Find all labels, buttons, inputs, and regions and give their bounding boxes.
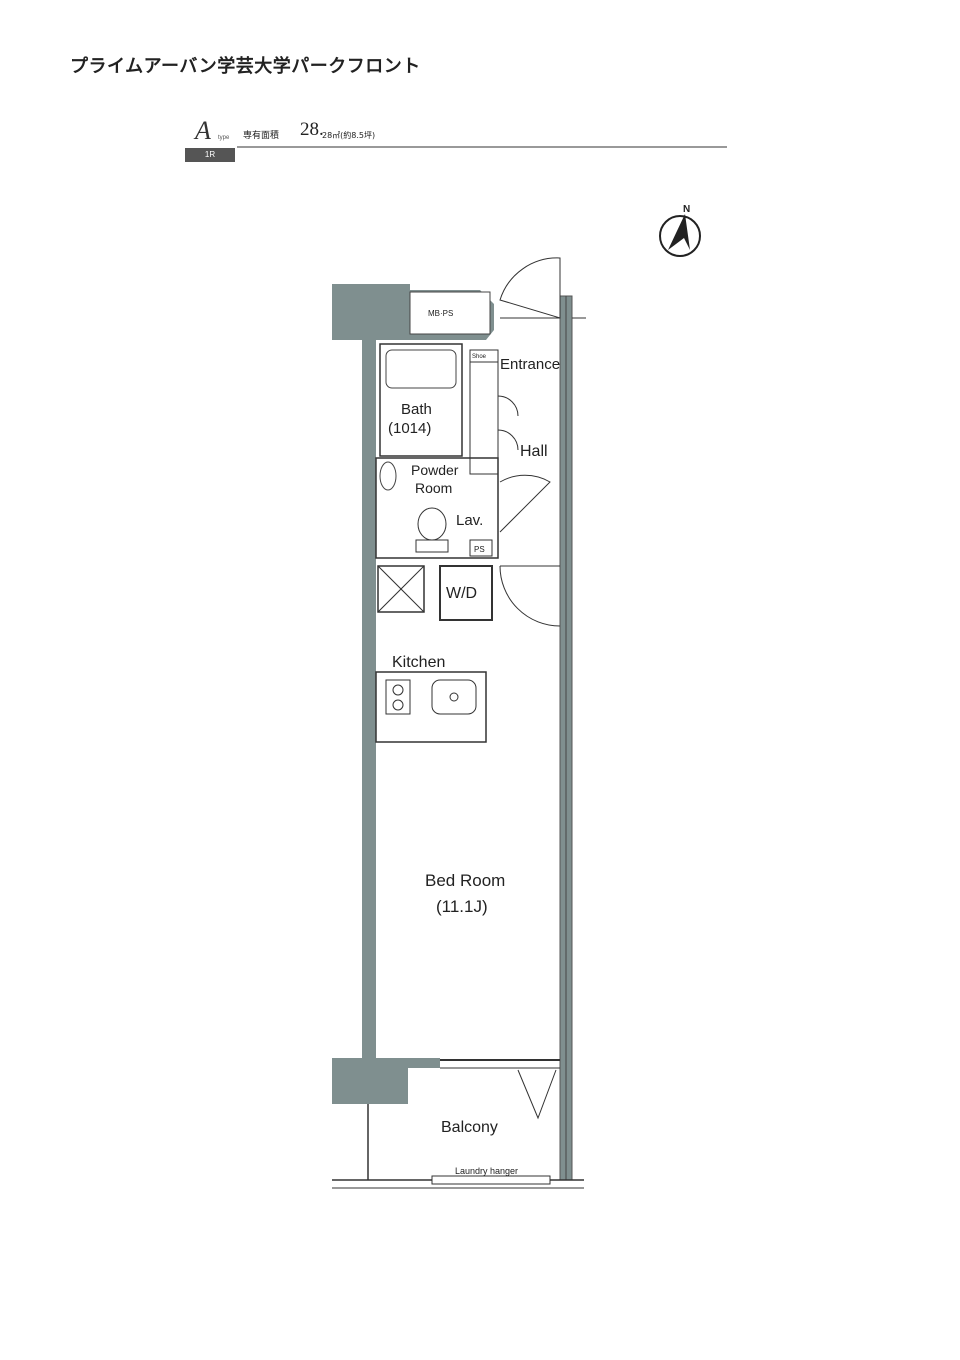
powder-room-label-2: Room xyxy=(415,480,452,496)
shoe-label: Shoe xyxy=(472,354,487,360)
bath-label: Bath xyxy=(401,401,432,418)
bath-size-label: (1014) xyxy=(388,420,431,437)
bathtub xyxy=(385,349,457,389)
hall-label: Hall xyxy=(520,443,548,460)
area-value: 28. xyxy=(300,119,324,140)
refrigerator-space xyxy=(377,565,425,613)
powder-room-label-1: Powder xyxy=(411,462,459,478)
storage-column xyxy=(469,349,499,475)
north-compass-icon: N xyxy=(659,204,701,257)
stove-icon xyxy=(385,679,411,715)
bottom-left-wall-block xyxy=(332,1058,440,1104)
laundry-label: Laundry hanger xyxy=(455,1166,518,1176)
mb-ps-shaft xyxy=(409,291,491,335)
mb-ps-label: MB·PS xyxy=(428,309,453,318)
area-unit: 28㎡(約8.5坪) xyxy=(322,131,376,140)
unit-type-code: type xyxy=(218,135,230,141)
building-name: プライムアーバン学芸大学パークフロント xyxy=(70,56,421,77)
kitchen-label: Kitchen xyxy=(392,654,445,671)
laundry-hanger xyxy=(431,1175,551,1185)
header-rule xyxy=(237,146,727,148)
entrance-label: Entrance xyxy=(500,356,560,373)
ps-label: PS xyxy=(474,545,485,554)
bath-room xyxy=(379,343,463,457)
unit-type-letter: A xyxy=(195,116,211,145)
balcony-label: Balcony xyxy=(441,1119,498,1136)
bed-room-size-label: (11.1J) xyxy=(436,897,488,916)
unit-type-block: A type 1R xyxy=(185,116,237,164)
north-label: N xyxy=(683,204,690,215)
toilet-icon xyxy=(417,507,447,541)
powder-room xyxy=(375,457,499,559)
kitchen-counter xyxy=(375,671,487,743)
lav-label: Lav. xyxy=(456,512,483,529)
left-wall xyxy=(362,340,376,1060)
wd-label: W/D xyxy=(446,585,477,602)
area-label: 専有面積 xyxy=(243,131,280,141)
sink-icon xyxy=(431,679,477,715)
washer-space xyxy=(439,565,493,621)
bed-room-label: Bed Room xyxy=(425,871,505,890)
layout-badge: 1R xyxy=(185,148,235,162)
